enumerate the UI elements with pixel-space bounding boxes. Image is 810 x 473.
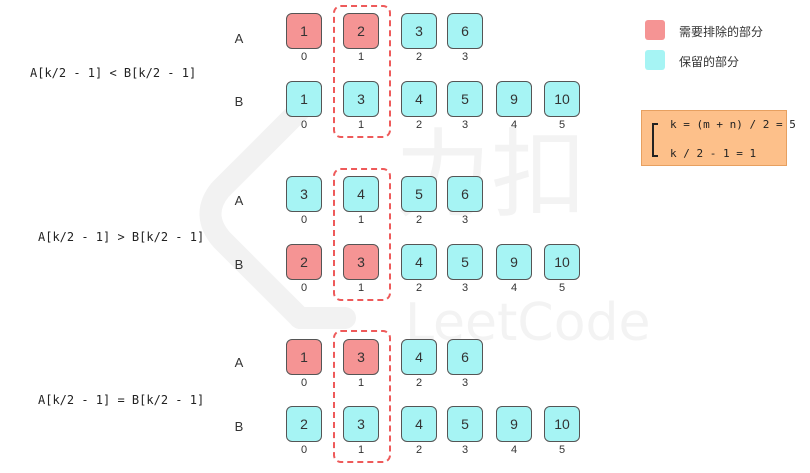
array-cell-b: 2 [286, 406, 322, 442]
array-index-label: 0 [300, 377, 308, 389]
array-index-label: 0 [300, 444, 308, 456]
array-cell-a: 3 [401, 13, 437, 49]
legend-label-drop: 需要排除的部分 [679, 25, 764, 39]
array-cell-b: 4 [401, 81, 437, 117]
condition-label-2: A[k/2 - 1] > B[k/2 - 1] [38, 230, 205, 244]
array-index-label: 1 [357, 377, 365, 389]
legend-label-keep: 保留的部分 [679, 55, 740, 69]
condition-label-3: A[k/2 - 1] = B[k/2 - 1] [38, 393, 205, 407]
array-cell-a: 3 [343, 339, 379, 375]
array-cell-b: 4 [401, 406, 437, 442]
array-cell-b: 10 [544, 406, 580, 442]
array-cell-a: 4 [343, 176, 379, 212]
formula-line-2: k / 2 - 1 = 1 [670, 147, 757, 160]
array-index-label: 3 [461, 214, 469, 226]
array-index-label: 3 [461, 119, 469, 131]
array-cell-b: 10 [544, 81, 580, 117]
array-cell-a: 6 [447, 339, 483, 375]
array-index-label: 4 [510, 444, 518, 456]
array-cell-b: 5 [447, 406, 483, 442]
array-cell-b: 3 [343, 244, 379, 280]
condition-label-1: A[k/2 - 1] < B[k/2 - 1] [30, 66, 197, 80]
row-label-b: B [234, 419, 244, 434]
array-index-label: 4 [510, 119, 518, 131]
row-label-b: B [234, 94, 244, 109]
watermark-wordmark-text: LeetCode [405, 293, 651, 353]
array-index-label: 0 [300, 282, 308, 294]
array-cell-a: 3 [286, 176, 322, 212]
array-index-label: 2 [415, 214, 423, 226]
array-index-label: 1 [357, 282, 365, 294]
array-cell-b: 5 [447, 244, 483, 280]
array-cell-a: 1 [286, 13, 322, 49]
array-cell-b: 9 [496, 244, 532, 280]
array-cell-b: 9 [496, 81, 532, 117]
array-cell-b: 3 [343, 81, 379, 117]
legend-swatch-drop [645, 20, 665, 40]
formula-note: k = (m + n) / 2 = 5 k / 2 - 1 = 1 [641, 110, 796, 166]
array-index-label: 0 [300, 119, 308, 131]
array-index-label: 1 [357, 119, 365, 131]
array-cell-a: 1 [286, 339, 322, 375]
array-index-label: 4 [510, 282, 518, 294]
k-index-highlight [333, 5, 391, 138]
array-cell-a: 2 [343, 13, 379, 49]
k-index-highlight [333, 168, 391, 301]
array-cell-b: 9 [496, 406, 532, 442]
array-cell-a: 5 [401, 176, 437, 212]
array-cell-b: 5 [447, 81, 483, 117]
array-cell-a: 6 [447, 176, 483, 212]
array-cell-b: 4 [401, 244, 437, 280]
array-index-label: 1 [357, 444, 365, 456]
array-cell-a: 6 [447, 13, 483, 49]
array-index-label: 5 [558, 119, 566, 131]
array-index-label: 2 [415, 282, 423, 294]
row-label-b: B [234, 257, 244, 272]
array-index-label: 1 [357, 51, 365, 63]
formula-line-1: k = (m + n) / 2 = 5 [670, 118, 796, 131]
array-index-label: 3 [461, 444, 469, 456]
row-label-a: A [234, 193, 244, 208]
array-index-label: 0 [300, 214, 308, 226]
k-index-highlight [333, 330, 391, 463]
array-index-label: 3 [461, 282, 469, 294]
array-index-label: 3 [461, 51, 469, 63]
array-index-label: 2 [415, 377, 423, 389]
array-cell-b: 1 [286, 81, 322, 117]
array-index-label: 2 [415, 119, 423, 131]
row-label-a: A [234, 31, 244, 46]
array-index-label: 0 [300, 51, 308, 63]
legend-swatch-keep [645, 50, 665, 70]
watermark-logo-text: 力扣 [395, 119, 587, 231]
bracket-icon [652, 123, 658, 157]
array-cell-a: 4 [401, 339, 437, 375]
array-cell-b: 2 [286, 244, 322, 280]
array-index-label: 3 [461, 377, 469, 389]
array-index-label: 5 [558, 282, 566, 294]
array-index-label: 2 [415, 51, 423, 63]
array-index-label: 1 [357, 214, 365, 226]
array-index-label: 5 [558, 444, 566, 456]
array-index-label: 2 [415, 444, 423, 456]
array-cell-b: 10 [544, 244, 580, 280]
row-label-a: A [234, 355, 244, 370]
array-cell-b: 3 [343, 406, 379, 442]
